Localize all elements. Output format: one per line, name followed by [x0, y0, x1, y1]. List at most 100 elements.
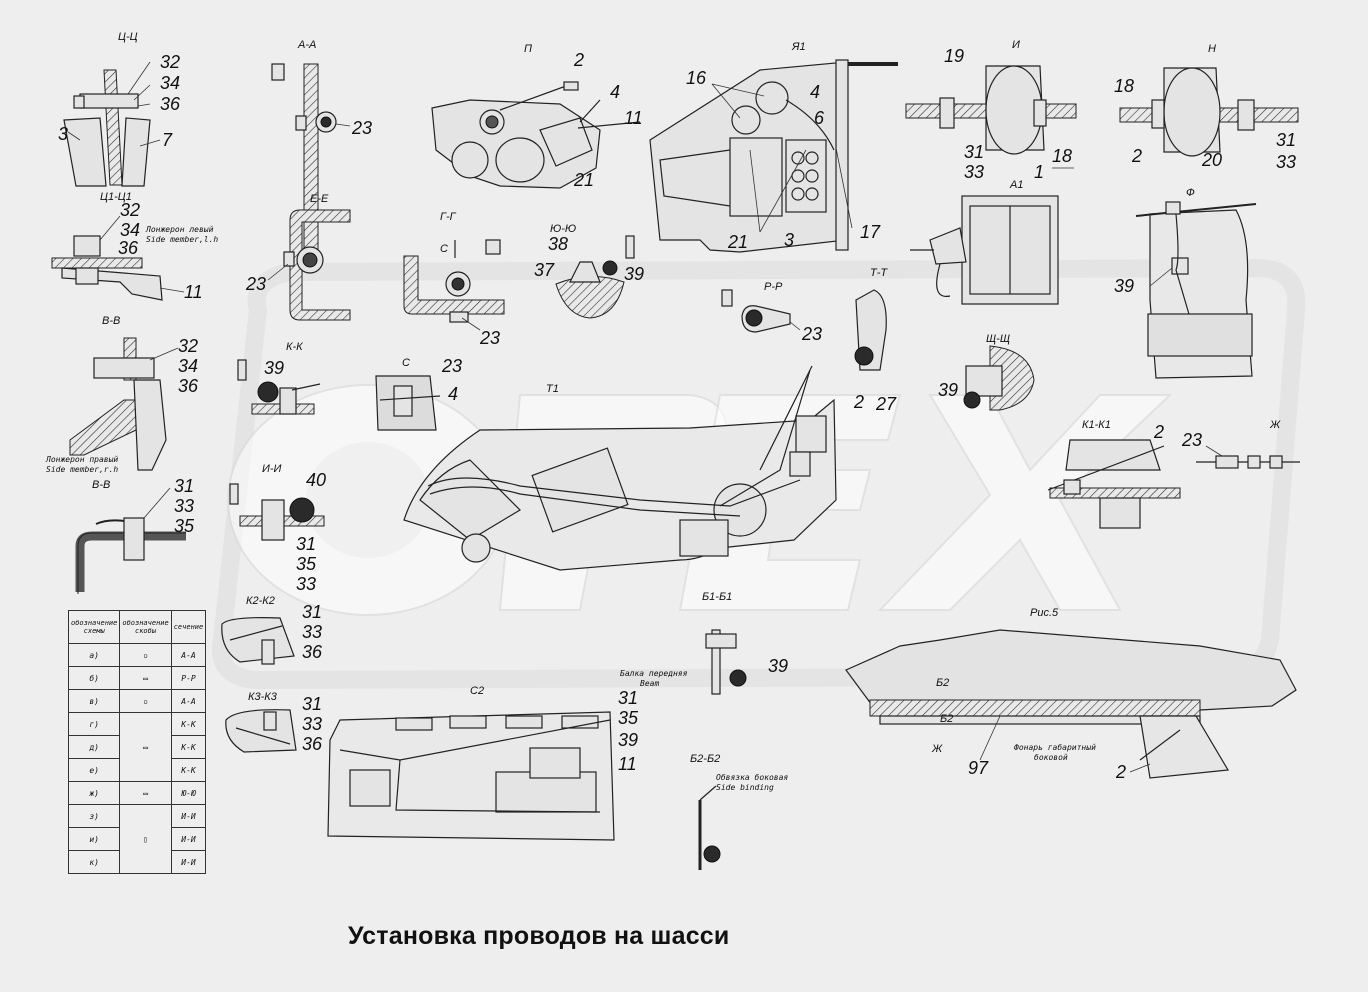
callout-35ii: 35: [296, 554, 317, 574]
callout-2k1: 2: [1153, 422, 1164, 442]
note-right-member-en: Side member,r.h: [46, 465, 118, 474]
view-i-i: И-И 40 31 35 33: [229, 463, 326, 594]
legend-table: обозначение схемы обозначение скобы сече…: [67, 610, 207, 874]
label-g-g: Г-Г: [440, 211, 457, 223]
label-c2: С2: [470, 685, 484, 697]
label-i-i: И-И: [262, 463, 282, 475]
callout-36b: 36: [118, 238, 139, 258]
callout-23g: 23: [479, 328, 500, 348]
callout-36c: 36: [178, 376, 199, 396]
page-title: Установка проводов на шасси: [348, 922, 730, 950]
note-left-member-ru: Лонжерон левый: [145, 225, 214, 234]
view-e-e: Е-Е 23: [245, 193, 351, 321]
label-t-t: Т-Т: [870, 267, 888, 279]
view-g-g: Г-Г С 23: [403, 211, 505, 348]
view-k1: К1-К1 2: [1047, 419, 1181, 529]
callout-33ii: 33: [296, 574, 316, 594]
legend-header-bracket: обозначение скобы: [119, 610, 172, 644]
callout-21y: 21: [727, 232, 748, 252]
callout-18i: 18: [1052, 146, 1072, 166]
label-c1-c1: Ц1-Ц1: [100, 191, 132, 203]
note-binding-en: Side binding: [716, 783, 774, 792]
callout-34: 34: [160, 73, 180, 93]
callout-17: 17: [860, 222, 881, 242]
view-k2: К2-К2 31 33 36: [221, 595, 323, 665]
note-beam-ru: Балка передняя: [620, 669, 688, 678]
note-lamp: Фонарь габаритный: [1014, 742, 1096, 752]
callout-7: 7: [162, 130, 173, 150]
callout-23zh: 23: [1181, 430, 1202, 450]
label-p: П: [524, 43, 532, 55]
callout-40: 40: [306, 470, 326, 490]
legend-row: а)▫А-А: [67, 643, 207, 667]
bracket-icon: ▭: [119, 712, 172, 782]
callout-32c: 32: [178, 336, 198, 356]
legend-row: д)К-К: [67, 735, 207, 759]
callout-37: 37: [534, 260, 555, 280]
callout-33k2: 33: [302, 622, 322, 642]
callout-2p: 2: [573, 50, 584, 70]
view-v-v-2: В-В 31 33 35: [75, 476, 195, 594]
note-right-member-ru: Лонжерон правый: [45, 455, 118, 464]
label-a-a: А-А: [297, 39, 316, 51]
legend-row: г)▭К-К: [67, 712, 207, 782]
view-yu-yu: Ю-Ю 38 37 39: [534, 223, 644, 319]
callout-2t: 2: [853, 392, 864, 412]
label-n: Н: [1208, 43, 1216, 55]
callout-4p: 4: [610, 82, 620, 102]
callout-3y: 3: [784, 230, 794, 250]
callout-11: 11: [184, 282, 203, 302]
callout-36: 36: [160, 94, 181, 114]
view-zh-mark: Ф 39: [1114, 187, 1257, 379]
callout-31k2: 31: [302, 602, 322, 622]
view-c-c: Ц-Ц 32 34 36 3 7: [58, 31, 181, 187]
view-ris5: Б2 Б2 Ж Фонарь габаритный боковой 97 2: [845, 629, 1297, 782]
callout-21p: 21: [573, 170, 594, 190]
legend-row: з)▯И-И: [67, 804, 207, 874]
callout-33n: 33: [1276, 152, 1296, 172]
label-t1: Т1: [546, 383, 559, 395]
callout-35: 35: [174, 516, 195, 536]
note-binding-ru: Обвязка боковая: [716, 772, 788, 782]
label-zh: Ж: [1269, 419, 1281, 431]
view-i: И 19 31 33 18 1: [905, 39, 1077, 182]
bracket-icon: ▫: [119, 643, 172, 667]
label-v-v-2: В-В: [92, 479, 110, 491]
legend-row: б)▭Р-Р: [67, 666, 207, 690]
view-c1-c1: Ц1-Ц1 Лонжерон левый Side member,l.h 32 …: [51, 191, 218, 302]
label-v-v: В-В: [102, 315, 120, 327]
callout-23s: 23: [441, 356, 462, 376]
note-beam-en: Beam: [640, 679, 659, 688]
view-n: Н 18 2 20 31 33: [1114, 43, 1299, 172]
view-p: П 2 4 11 21: [431, 43, 643, 190]
view-shch: Щ-Щ 39: [938, 333, 1035, 411]
label-b1-b1: Б1-Б1: [702, 591, 732, 603]
callout-31n: 31: [1276, 130, 1296, 150]
callout-34b: 34: [120, 220, 140, 240]
callout-33k3: 33: [302, 714, 322, 734]
label-i: И: [1012, 39, 1020, 51]
label-zh-mark: Ф: [1186, 187, 1195, 199]
label-b2a: Б2: [936, 677, 949, 689]
callout-35c2: 35: [618, 708, 639, 728]
callout-4y: 4: [810, 82, 820, 102]
callout-1: 1: [1034, 162, 1044, 182]
label-k2: К2-К2: [246, 595, 275, 607]
view-v-v: В-В 32 34 36 Лонжерон правый Side member…: [45, 315, 199, 474]
callout-6: 6: [814, 108, 825, 128]
view-beam: Балка передняя Beam 39: [620, 629, 788, 695]
view-t-t: Т-Т 2 27: [853, 267, 897, 414]
legend-row: е)К-К: [67, 758, 207, 782]
view-ya1: Я1 16 4 6 21 3 17: [649, 41, 898, 253]
label-ris5: Рис.5: [1030, 607, 1059, 619]
callout-31k3: 31: [302, 694, 322, 714]
callout-31c2: 31: [618, 688, 638, 708]
view-b2: Б2-Б2 Обвязка боковая Side binding: [690, 753, 788, 870]
label-b2b: Б2: [940, 713, 953, 725]
legend-row: ж)▭Ю-Ю: [67, 781, 207, 805]
bolt-head: [79, 93, 139, 109]
label-s-arrow: С: [440, 243, 448, 255]
callout-34c: 34: [178, 356, 198, 376]
label-shch: Щ-Щ: [986, 333, 1010, 345]
